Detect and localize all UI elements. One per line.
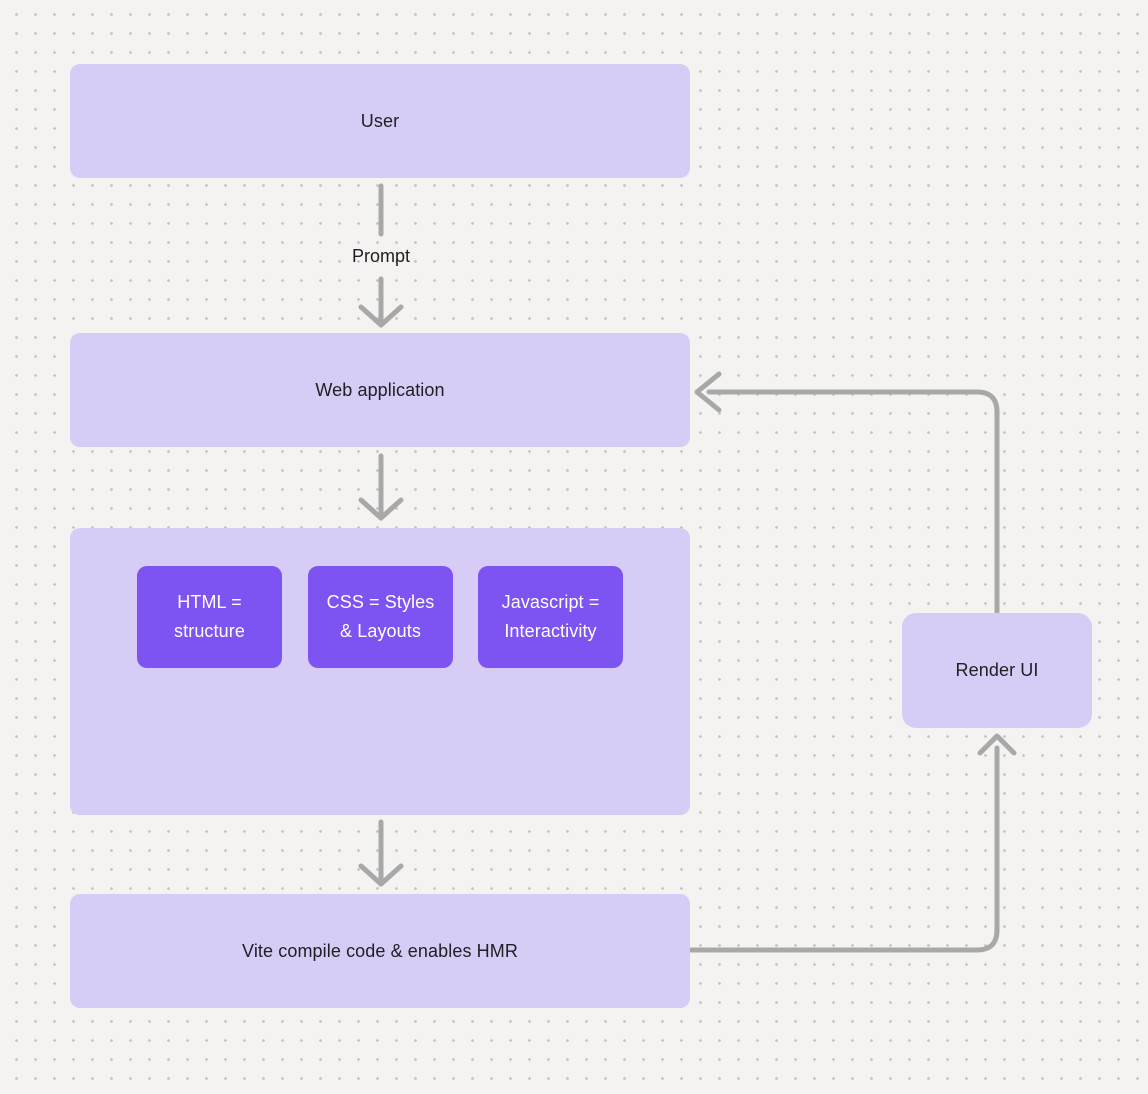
- node-css-chip-label: CSS = Styles & Layouts: [326, 592, 435, 641]
- arrowhead-down-icon: [358, 863, 404, 887]
- node-javascript-chip[interactable]: Javascript = Interactivity: [478, 566, 623, 668]
- node-html-chip-label: HTML = structure: [174, 592, 245, 641]
- edge-shaft: [688, 745, 1000, 953]
- node-vite[interactable]: Vite compile code & enables HMR: [70, 894, 690, 1008]
- node-javascript-chip-label: Javascript = Interactivity: [501, 592, 600, 641]
- node-user-label: User: [360, 110, 400, 131]
- node-vite-label: Vite compile code & enables HMR: [242, 940, 518, 961]
- node-web-application[interactable]: Web application: [70, 333, 690, 447]
- node-components-group[interactable]: HTML = structure CSS = Styles & Layouts …: [70, 528, 690, 815]
- edge-user-to-webapp: [358, 183, 404, 328]
- edge-shaft: [706, 389, 1000, 615]
- edge-label-prompt: Prompt: [351, 246, 411, 266]
- arrowhead-down-icon: [358, 497, 404, 521]
- arrowhead-down-icon: [358, 304, 404, 328]
- arrowhead-up-icon: [977, 733, 1017, 756]
- node-user[interactable]: User: [70, 64, 690, 178]
- edge-components-to-vite: [358, 819, 404, 887]
- node-render-ui-label: Render UI: [955, 660, 1039, 680]
- edge-vite-to-renderui: [688, 733, 1017, 953]
- edge-renderui-to-webapp: [694, 371, 1000, 615]
- edge-webapp-to-components: [358, 453, 404, 521]
- node-web-application-label: Web application: [315, 379, 445, 400]
- arrowhead-left-icon: [694, 371, 722, 413]
- node-html-chip[interactable]: HTML = structure: [137, 566, 282, 668]
- node-render-ui[interactable]: Render UI: [902, 613, 1092, 728]
- node-css-chip[interactable]: CSS = Styles & Layouts: [308, 566, 453, 668]
